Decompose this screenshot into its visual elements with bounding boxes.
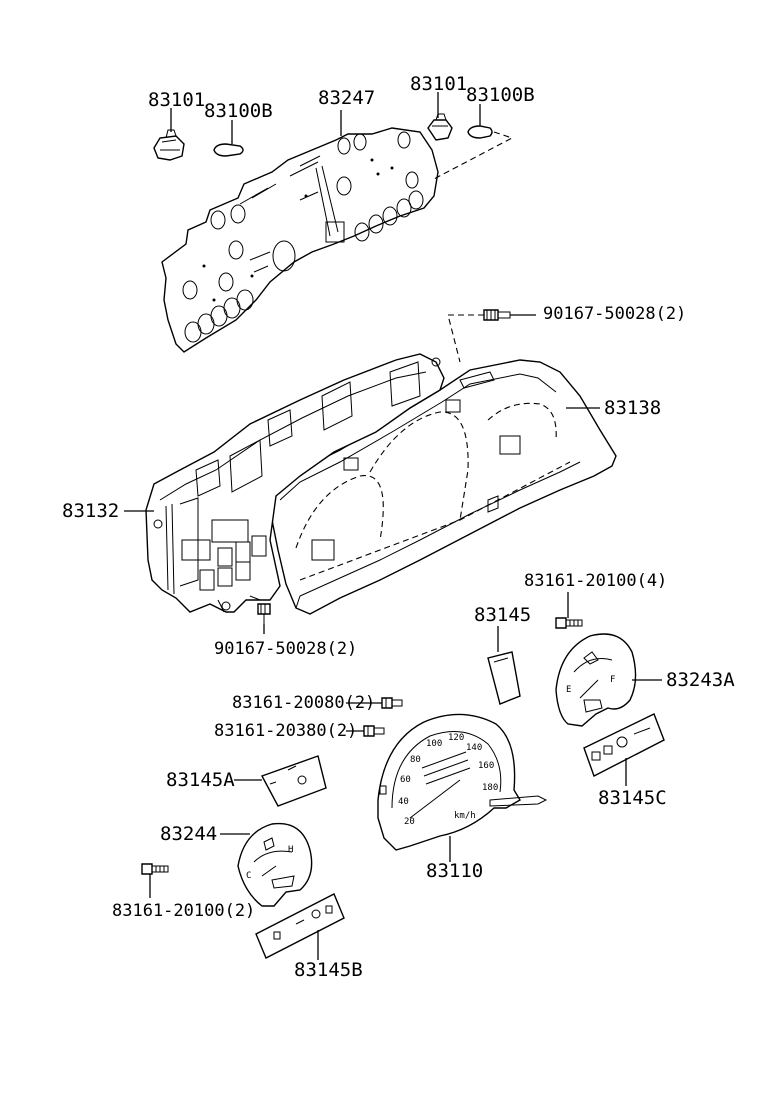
label-83145c: 83145C: [598, 787, 667, 809]
speed-tick-label: 180: [482, 783, 498, 793]
temp-hot-mark: H: [288, 845, 293, 855]
label-83145: 83145: [474, 604, 531, 626]
label-83132: 83132: [62, 500, 119, 522]
speed-unit-label: km/h: [454, 811, 476, 821]
plate-83145a: [261, 755, 327, 807]
label-83101-left: 83101: [148, 89, 205, 111]
speed-tick-label: 160: [478, 761, 494, 771]
label-83100b-left: 83100B: [204, 100, 273, 122]
plate-83145c: [583, 713, 665, 777]
screw-90167-top: [483, 309, 511, 321]
screw-83161-20080: [381, 697, 403, 709]
speedometer-83110: 20 40 60 80 100 120 140 160 180 km/h: [377, 713, 548, 851]
lens-83138: [271, 359, 617, 615]
temp-gauge-83244: C H: [237, 822, 313, 907]
speed-tick-label: 80: [410, 755, 421, 765]
label-83161-20380: 83161-20380(2): [214, 721, 357, 741]
speed-tick-label: 60: [400, 775, 411, 785]
label-90167-top: 90167-50028(2): [543, 304, 686, 324]
label-83244: 83244: [160, 823, 217, 845]
speed-tick-label: 140: [466, 743, 482, 753]
screw-83161-20100-bottom: [141, 863, 169, 875]
label-83145b: 83145B: [294, 959, 363, 981]
label-83247: 83247: [318, 87, 375, 109]
speed-tick-label: 100: [426, 739, 442, 749]
label-83243a: 83243A: [666, 669, 735, 691]
housing-83132: [145, 353, 445, 613]
speed-tick-label: 120: [448, 733, 464, 743]
label-83138: 83138: [604, 397, 661, 419]
speed-tick-label: 40: [398, 797, 409, 807]
label-83161-20100-bottom: 83161-20100(2): [112, 901, 255, 921]
speedometer-scale: 20 40 60 80 100 120 140 160 180 km/h: [398, 733, 498, 827]
label-83110: 83110: [426, 860, 483, 882]
screw-83161-20100-top: [555, 617, 583, 629]
label-90167-bottom: 90167-50028(2): [214, 639, 357, 659]
speed-tick-label: 20: [404, 817, 415, 827]
fuel-full-mark: F: [610, 675, 615, 685]
plate-83145: [487, 651, 521, 705]
fuel-empty-mark: E: [566, 685, 571, 695]
label-83161-20080: 83161-20080(2): [232, 693, 375, 713]
label-83100b-right: 83100B: [466, 84, 535, 106]
bulb-83100b-right: [467, 125, 493, 139]
fuel-gauge-83243a: E F: [555, 633, 637, 727]
circuit-plate-83247: [161, 127, 439, 353]
bulb-socket-83101-right: [427, 113, 453, 141]
screw-90167-bottom: [257, 603, 271, 624]
label-83101-right: 83101: [410, 73, 467, 95]
screw-83161-20380: [363, 725, 385, 737]
label-83145a: 83145A: [166, 769, 235, 791]
label-83161-20100-top: 83161-20100(4): [524, 571, 667, 591]
plate-83145b: [255, 893, 345, 959]
bulb-83100b-left: [213, 143, 244, 157]
temp-cold-mark: C: [246, 871, 251, 881]
bulb-socket-83101-left: [153, 129, 185, 161]
